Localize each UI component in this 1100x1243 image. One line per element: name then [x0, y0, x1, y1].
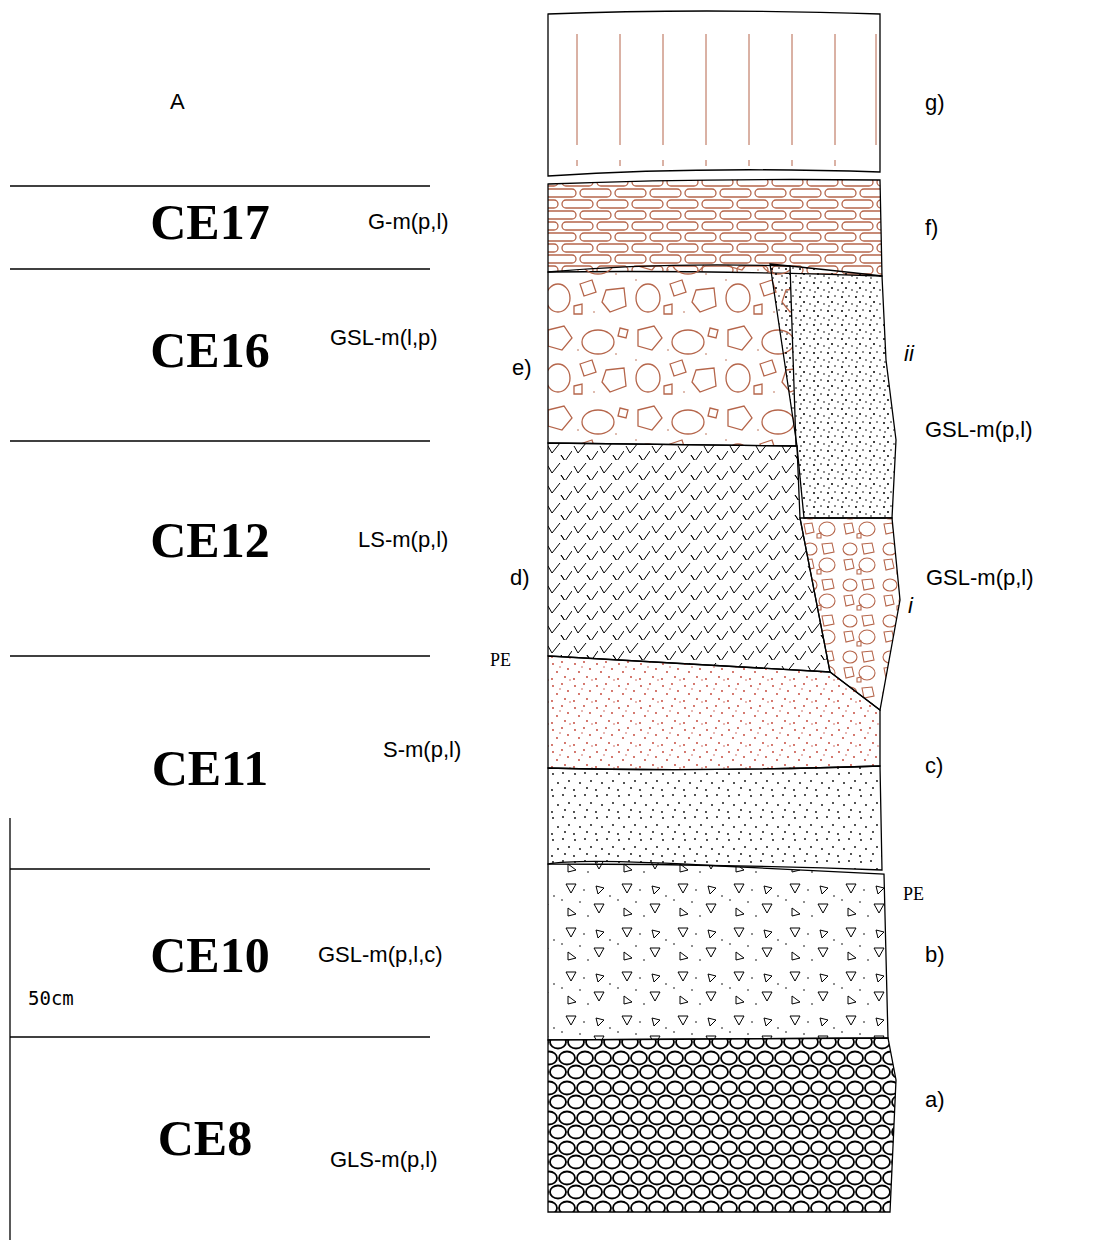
- layer-letter: b): [925, 944, 945, 966]
- facies-code: GSL-m(p,l): [926, 567, 1034, 589]
- layer-letter: d): [510, 567, 530, 589]
- panel-letter: A: [170, 91, 185, 113]
- column-layers: [548, 11, 900, 1212]
- unit-code: CE17: [150, 197, 269, 247]
- unit-code: CE16: [150, 325, 269, 375]
- facies-code: GSL-m(p,l,c): [318, 944, 443, 966]
- unit-code: CE10: [150, 930, 269, 980]
- facies-code: S-m(p,l): [383, 739, 461, 761]
- layer-letter: c): [925, 755, 943, 777]
- layer-letter: e): [512, 357, 532, 379]
- sublayer-number: i: [908, 595, 913, 617]
- scale-label: 50cm: [28, 989, 74, 1008]
- sublayer-number: ii: [904, 343, 914, 365]
- facies-code: GLS-m(p,l): [330, 1149, 438, 1171]
- unit-code: CE11: [152, 743, 269, 793]
- layer-letter: a): [925, 1089, 945, 1111]
- facies-code: GSL-m(p,l): [925, 419, 1033, 441]
- layer-letter: g): [925, 92, 945, 114]
- surface-label: PE: [903, 885, 924, 903]
- unit-code: CE8: [158, 1113, 252, 1163]
- facies-code: G-m(p,l): [368, 211, 449, 233]
- facies-code: LS-m(p,l): [358, 529, 448, 551]
- facies-code: GSL-m(l,p): [330, 327, 438, 349]
- unit-code: CE12: [150, 515, 269, 565]
- surface-label: PE: [490, 651, 511, 669]
- layer-letter: f): [925, 217, 938, 239]
